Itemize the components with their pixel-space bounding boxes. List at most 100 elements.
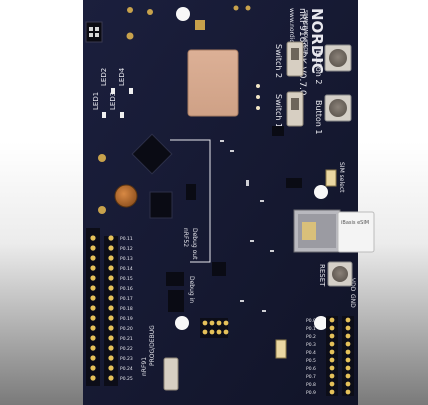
right-pin-label: P0.5: [306, 358, 316, 364]
esim-card: iBasis eSIM: [337, 211, 375, 253]
right-header-pin: [345, 381, 351, 387]
left-pin-label: P0.24: [120, 366, 133, 372]
left-pin-label: P0.15: [120, 276, 133, 282]
left-header-pin: [108, 245, 114, 251]
right-header-pin: [329, 317, 335, 323]
nrf91-label: nRF91: [141, 357, 148, 376]
sim-select-label: SIM select: [338, 162, 345, 193]
left-header-pin: [90, 325, 96, 331]
led1-label: LED1: [92, 92, 100, 110]
esim-card-text: iBasis eSIM: [341, 220, 369, 226]
led2-label: LED2: [100, 68, 108, 86]
left-header-pin: [90, 265, 96, 271]
right-header-pin: [329, 381, 335, 387]
left-pin-label: P0.23: [120, 356, 133, 362]
right-pin-label: P0.9: [306, 390, 316, 396]
left-header-pin: [90, 305, 96, 311]
left-header-pin: [90, 245, 96, 251]
switch-2[interactable]: [286, 41, 304, 77]
left-pin-label: P0.16: [120, 286, 133, 292]
right-header-pin: [329, 341, 335, 347]
switch-1[interactable]: [286, 91, 304, 127]
left-header-pin: [108, 375, 114, 381]
button-2-label: Button 2: [314, 50, 323, 84]
left-header-pin: [108, 285, 114, 291]
right-header-pin: [345, 325, 351, 331]
left-pin-label: P0.11: [120, 236, 133, 242]
left-header-pin: [108, 365, 114, 371]
led3-label: LED3: [109, 92, 117, 110]
switch-2-label: Switch 2: [274, 44, 283, 78]
prog-debug-label: PROG/DEBUG: [149, 325, 156, 366]
right-pin-label: P0.2: [306, 334, 316, 340]
top-connector: [85, 21, 103, 43]
left-header-pin: [108, 345, 114, 351]
right-pin-label: P0.0: [306, 318, 316, 324]
right-header-pin: [329, 333, 335, 339]
capacitor: [114, 184, 138, 208]
bottom-switch[interactable]: [275, 339, 287, 359]
right-header-pin: [329, 365, 335, 371]
right-header-pin: [329, 357, 335, 363]
left-pin-label: P0.21: [120, 336, 133, 342]
reset-label: RESET: [318, 264, 326, 287]
sim-select-switch[interactable]: [325, 169, 337, 187]
right-header-pin: [345, 317, 351, 323]
right-pin-header: [326, 316, 354, 396]
right-header-pin: [329, 325, 335, 331]
right-header-pin: [345, 373, 351, 379]
left-header-pin: [108, 265, 114, 271]
left-header-pin: [90, 355, 96, 361]
right-pin-label: P0.7: [306, 374, 316, 380]
left-header-pin: [108, 325, 114, 331]
debug-in-label: Debug in: [188, 276, 195, 303]
left-pin-label: P0.13: [120, 256, 133, 262]
right-pin-label: P0.6: [306, 366, 316, 372]
led4-label: LED4: [118, 67, 126, 86]
module-can: [187, 49, 239, 117]
left-pin-label: P0.19: [120, 316, 133, 322]
vdd-label: VDD: [349, 278, 356, 292]
left-pin-label: P0.25: [120, 376, 133, 382]
left-pin-label: P0.22: [120, 346, 133, 352]
left-header-pin: [90, 365, 96, 371]
left-pin-label: P0.18: [120, 306, 133, 312]
debug-out-label: Debug out: [191, 228, 198, 260]
left-header-pin: [90, 235, 96, 241]
right-pin-label: P0.1: [306, 326, 316, 332]
left-pin-label: P0.12: [120, 246, 133, 252]
button-2[interactable]: [324, 44, 352, 72]
right-header-pin: [329, 373, 335, 379]
left-header-pin: [90, 335, 96, 341]
button-1[interactable]: [324, 94, 352, 122]
right-header-pin: [345, 357, 351, 363]
url-text: www.nordicsemi.com: [288, 8, 295, 72]
left-pin-header: [86, 228, 118, 386]
right-header-pin: [345, 349, 351, 355]
left-header-pin: [108, 305, 114, 311]
left-header-pin: [90, 315, 96, 321]
right-header-pin: [329, 349, 335, 355]
right-header-pin: [345, 389, 351, 395]
left-header-pin: [108, 275, 114, 281]
left-header-pin: [108, 335, 114, 341]
left-header-pin: [90, 295, 96, 301]
prog-debug-switch[interactable]: [163, 357, 179, 391]
switch-1-label: Switch 1: [274, 94, 283, 128]
left-header-pin: [108, 355, 114, 361]
left-header-pin: [108, 315, 114, 321]
right-pin-label: P0.8: [306, 382, 316, 388]
brand-sub-text: SEMICONDUCTOR: [302, 10, 308, 55]
left-pin-label: P0.17: [120, 296, 133, 302]
debug-chip: [131, 133, 173, 175]
left-header-pin: [108, 235, 114, 241]
left-header-pin: [108, 295, 114, 301]
left-header-pin: [90, 255, 96, 261]
right-pin-label: P0.3: [306, 342, 316, 348]
right-pin-label: P0.4: [306, 350, 316, 356]
right-header-pin: [345, 333, 351, 339]
left-header-pin: [108, 255, 114, 261]
left-header-pin: [90, 375, 96, 381]
reset-button[interactable]: [327, 261, 353, 287]
